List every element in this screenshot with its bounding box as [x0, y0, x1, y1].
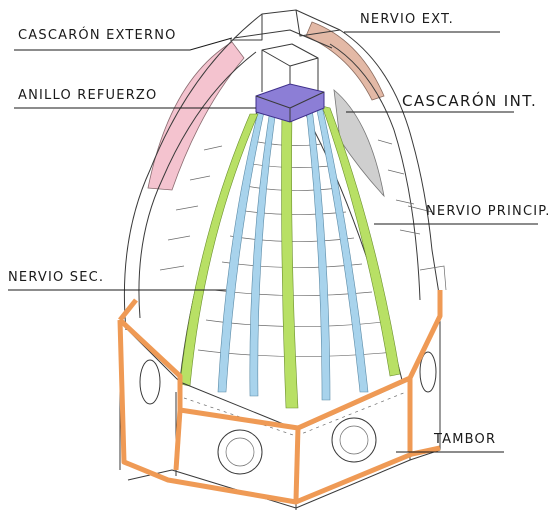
inner-shell-fill: [333, 89, 385, 198]
label-anillo-refuerzo: ANILLO REFUERZO: [18, 88, 158, 103]
label-cascaron-int: CASCARÓN INT.: [402, 92, 538, 110]
main-ribs: [179, 105, 401, 409]
label-nervio-princip: NERVIO PRINCIP.: [426, 204, 551, 219]
label-tambor: TAMBOR: [434, 432, 497, 447]
dome-outline: [123, 9, 447, 331]
label-nervio-ext: NERVIO EXT.: [360, 12, 454, 27]
reinforcement-ring: [255, 83, 325, 123]
label-nervio-sec: NERVIO SEC.: [8, 270, 105, 285]
leader-lines: [8, 31, 538, 453]
drum-orange-outline: [117, 290, 443, 505]
external-rib-fill: [305, 21, 385, 101]
secondary-ribs: [217, 105, 369, 401]
label-cascaron-externo: CASCARÓN EXTERNO: [18, 28, 177, 43]
